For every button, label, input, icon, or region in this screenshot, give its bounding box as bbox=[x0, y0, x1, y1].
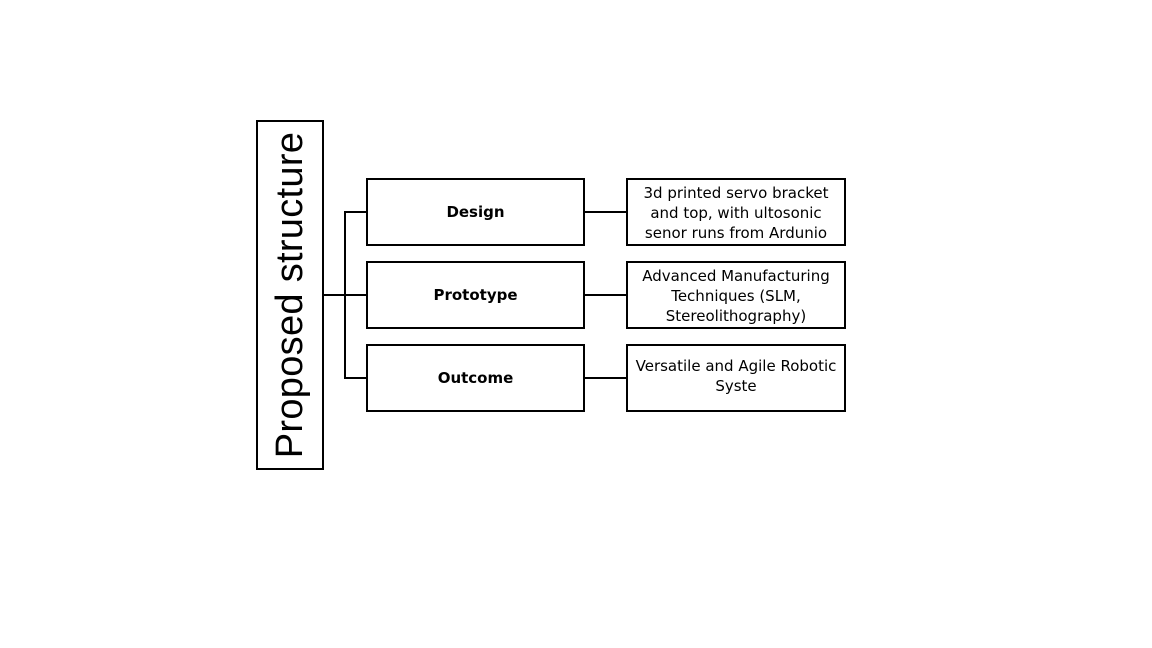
branch-connector-outcome bbox=[344, 377, 367, 379]
stage-label: Design bbox=[446, 203, 505, 221]
detail-connector-design bbox=[584, 211, 627, 213]
detail-text: 3d printed servo bracket and top, with u… bbox=[643, 184, 829, 242]
branch-connector-design bbox=[344, 211, 367, 213]
stage-node-design: Design bbox=[366, 178, 585, 246]
detail-text: Versatile and Agile Robotic Syste bbox=[635, 357, 837, 395]
root-node: Proposed structure bbox=[256, 120, 324, 470]
branch-connector-prototype bbox=[344, 294, 367, 296]
root-label: Proposed structure bbox=[269, 131, 312, 459]
detail-connector-prototype bbox=[584, 294, 627, 296]
detail-node-design: 3d printed servo bracket and top, with u… bbox=[626, 178, 846, 246]
detail-node-prototype: Advanced Manufacturing Techniques (SLM, … bbox=[626, 261, 846, 329]
stage-node-outcome: Outcome bbox=[366, 344, 585, 412]
detail-text: Advanced Manufacturing Techniques (SLM, … bbox=[642, 267, 830, 325]
detail-connector-outcome bbox=[584, 377, 627, 379]
stage-label: Prototype bbox=[433, 286, 518, 304]
stage-node-prototype: Prototype bbox=[366, 261, 585, 329]
root-connector bbox=[323, 294, 346, 296]
stage-label: Outcome bbox=[437, 369, 514, 387]
detail-node-outcome: Versatile and Agile Robotic Syste bbox=[626, 344, 846, 412]
